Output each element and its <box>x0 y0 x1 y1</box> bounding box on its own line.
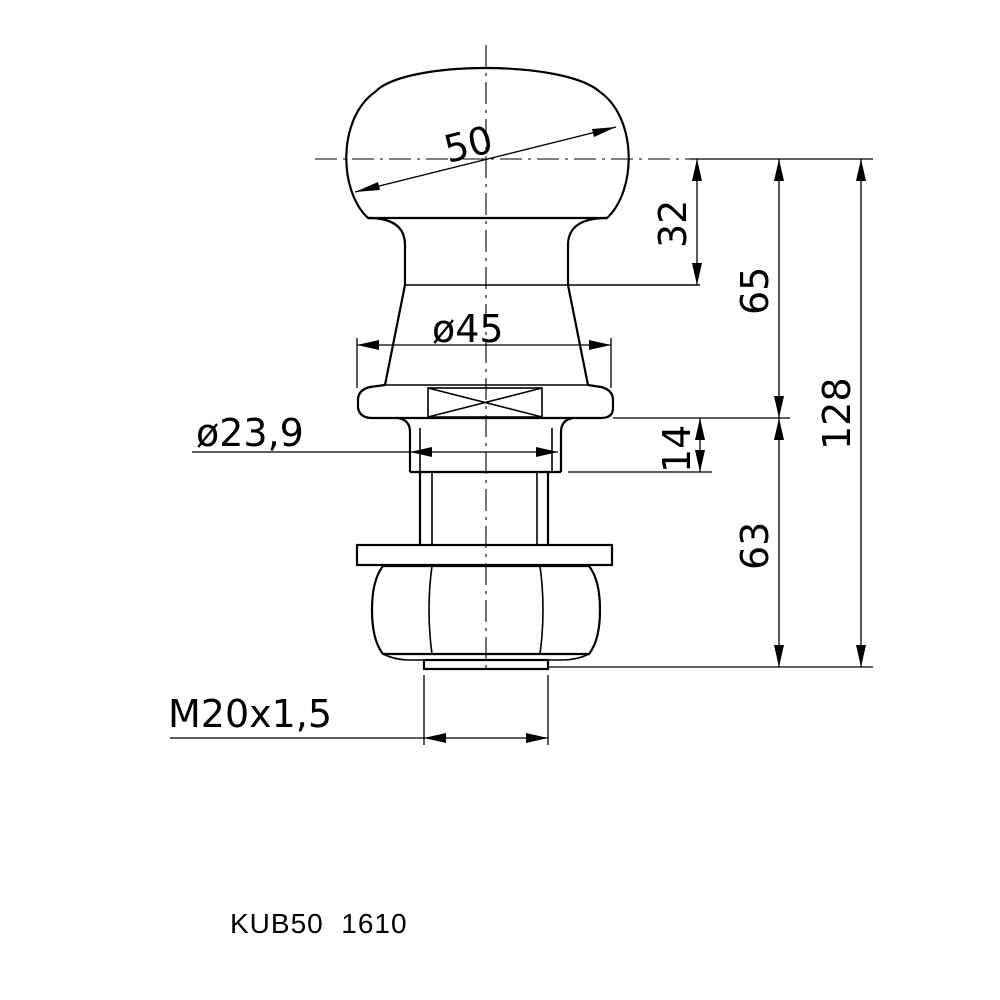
dim-45-arrow-left <box>357 340 379 350</box>
washer <box>355 543 614 567</box>
dim-63-text: 63 <box>733 522 777 570</box>
dim-thread-arrow-left <box>424 733 446 743</box>
ball-neck-right <box>566 216 608 285</box>
dim-45-text: ø45 <box>432 307 504 351</box>
dim-65-text: 65 <box>733 267 777 315</box>
dim-239-arrow-right <box>536 447 558 457</box>
dim-32-text: 32 <box>651 200 695 248</box>
dim-ball-arrow-a <box>355 182 380 192</box>
taper-right <box>566 284 590 386</box>
dim-thread-text: M20x1,5 <box>168 692 332 736</box>
dim-128-arrow-bottom <box>856 645 866 667</box>
collar-right <box>559 416 574 472</box>
dim-14-text: 14 <box>655 425 699 473</box>
dim-45-arrow-right <box>589 340 611 350</box>
dim-239-arrow-left <box>410 447 432 457</box>
dim-ball-arrow-b <box>592 127 616 137</box>
dim-14-arrow-top <box>695 418 705 440</box>
ball-neck-left <box>367 216 407 285</box>
dim-239-text: ø23,9 <box>196 411 304 455</box>
dim-128-text: 128 <box>815 377 859 450</box>
hex-nut-face-left <box>428 565 433 655</box>
flange-outline <box>356 383 615 420</box>
dim-128-arrow-top <box>856 159 866 181</box>
dim-32-arrow-top <box>692 159 702 181</box>
dim-ball-line <box>354 126 617 193</box>
wrench-flat <box>427 387 543 418</box>
ball-outline <box>345 66 630 220</box>
dim-65-arrow-bottom <box>774 396 784 418</box>
dim-ball-text: 50 <box>440 117 498 171</box>
dim-65-arrow-top <box>774 159 784 181</box>
dim-32-arrow-bottom <box>692 263 702 285</box>
taper-left <box>383 284 407 386</box>
part-code: KUB50 1610 <box>230 908 408 939</box>
dim-14-arrow-bottom <box>695 450 705 472</box>
collar-left <box>397 416 412 472</box>
thread-end <box>422 658 550 671</box>
hex-nut-face-right <box>539 565 544 655</box>
dim-thread-arrow-right <box>526 733 548 743</box>
dim-63-arrow-top <box>774 418 784 440</box>
wrench-flat-cross-b <box>427 387 543 418</box>
dim-63-arrow-bottom <box>774 645 784 667</box>
